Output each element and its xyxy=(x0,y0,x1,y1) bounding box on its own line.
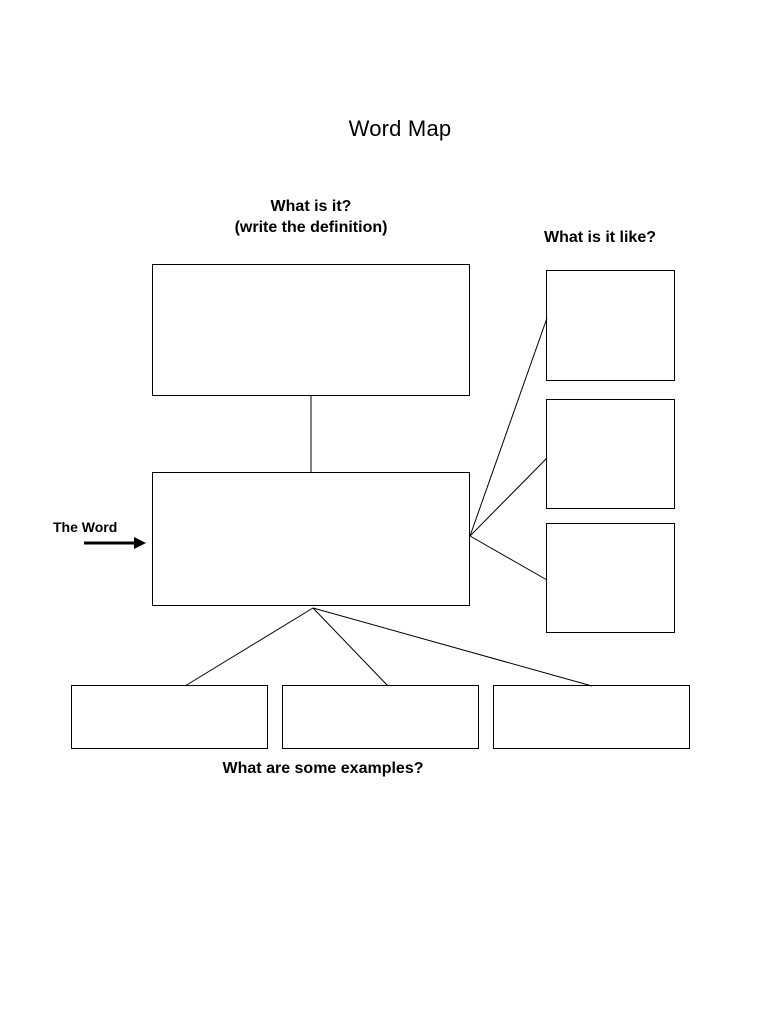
definition-question: What is it? xyxy=(270,198,352,215)
example-connector-2 xyxy=(312,607,389,687)
example-connector-3 xyxy=(312,607,593,687)
word-box[interactable] xyxy=(152,472,470,606)
definition-instruction: (write the definition) xyxy=(234,219,388,236)
definition-box[interactable] xyxy=(152,264,470,396)
definition-heading: What is it? (write the definition) xyxy=(153,196,469,238)
page-title: Word Map xyxy=(348,116,452,141)
example-box-2[interactable] xyxy=(282,685,479,749)
like-box-1[interactable] xyxy=(546,270,675,381)
like-connector-1 xyxy=(469,317,548,537)
like-box-2[interactable] xyxy=(546,399,675,509)
example-box-3[interactable] xyxy=(493,685,690,749)
the-word-label: The Word xyxy=(53,519,118,535)
example-box-1[interactable] xyxy=(71,685,268,749)
example-connector-1 xyxy=(184,607,314,687)
what-is-it-like-heading: What is it like? xyxy=(543,229,656,246)
like-box-3[interactable] xyxy=(546,523,675,633)
right-arrow-icon xyxy=(84,537,146,549)
examples-heading: What are some examples? xyxy=(222,760,424,777)
like-connector-3 xyxy=(469,535,548,581)
like-connector-2 xyxy=(469,457,548,537)
